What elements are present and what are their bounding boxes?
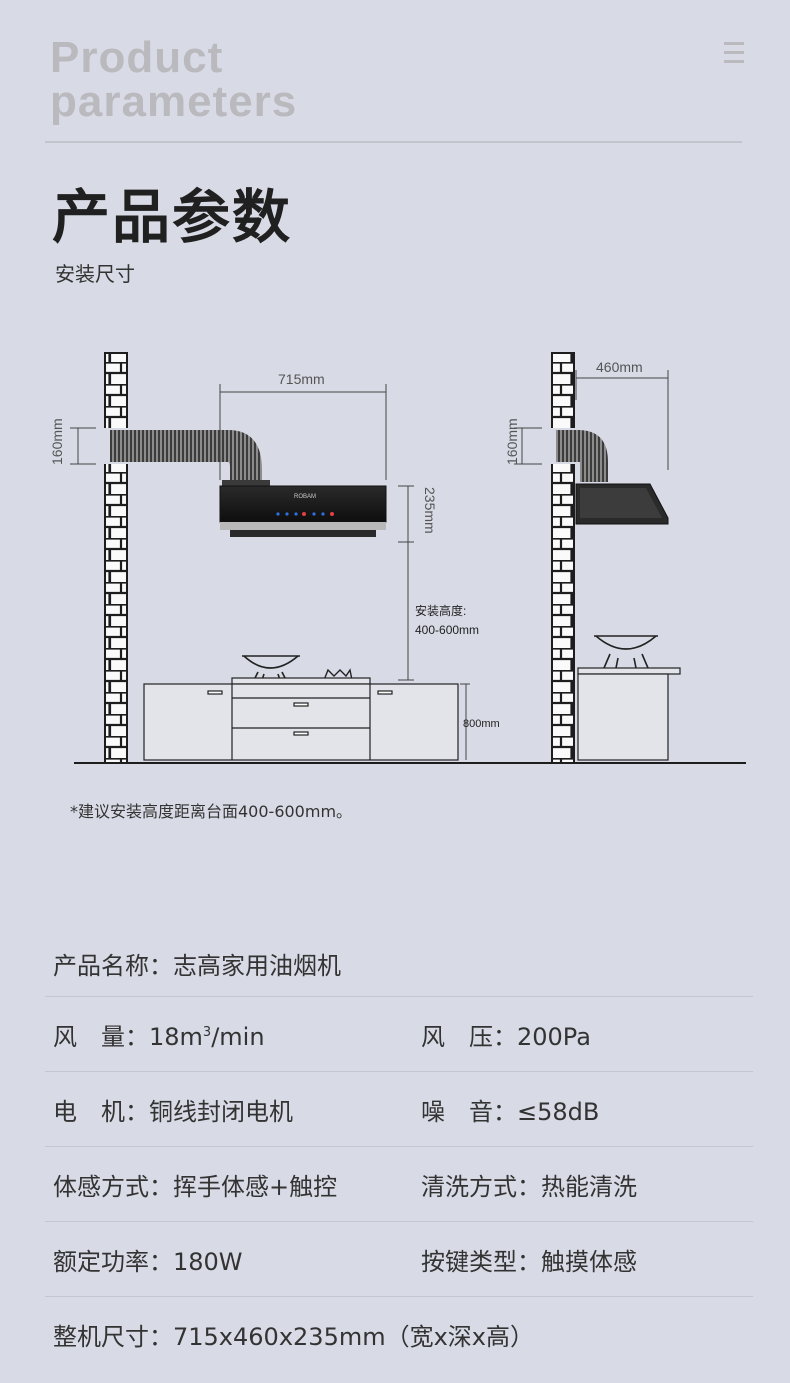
right-wall xyxy=(551,352,575,764)
spec-noise: 噪 音：≤58dB xyxy=(421,1097,600,1126)
hood-brand: ROBAM xyxy=(294,494,316,500)
side-counter xyxy=(577,667,681,761)
width-dimension: 715mm xyxy=(278,371,325,387)
spec-power: 额定功率：180W xyxy=(53,1247,243,1276)
duct-dimension-right: 160mm xyxy=(504,418,520,465)
left-wall xyxy=(104,352,128,764)
spec-key-type: 按键类型：触摸体感 xyxy=(421,1247,637,1276)
spec-sensing: 体感方式：挥手体感+触控 xyxy=(53,1172,338,1201)
range-hood-side xyxy=(575,483,669,525)
spec-airflow: 风 量：18m3/min xyxy=(53,1022,265,1051)
english-heading-line2: parameters xyxy=(50,77,298,126)
install-height-label: 安装高度: xyxy=(415,603,466,618)
spec-row: 整机尺寸：715x460x235mm（宽x深x高） xyxy=(45,1297,753,1371)
english-heading-line1: Product xyxy=(50,33,224,82)
kitchen-counter xyxy=(143,677,459,761)
duct-dimension-left: 160mm xyxy=(49,418,65,465)
spec-row: 风 量：18m3/min 风 压：200Pa xyxy=(45,997,753,1072)
height-dimension: 235mm xyxy=(422,487,438,534)
spec-dimensions: 整机尺寸：715x460x235mm（宽x深x高） xyxy=(53,1322,534,1351)
english-heading: Product parameters xyxy=(50,36,297,124)
spec-row: 电 机：铜线封闭电机 噪 音：≤58dB xyxy=(45,1072,753,1147)
installation-diagram: 160mm 715mm ROBAM 235mm 安装高度: 400-600mm xyxy=(49,352,746,764)
right-exhaust-duct xyxy=(556,430,608,482)
divider xyxy=(45,141,742,143)
spec-product-name: 产品名称：志高家用油烟机 xyxy=(53,951,341,980)
counter-height-dimension: 800mm xyxy=(463,718,500,730)
depth-dimension: 460mm xyxy=(596,359,643,375)
left-exhaust-duct xyxy=(110,430,270,488)
wok-right xyxy=(594,635,658,669)
spec-row: 产品名称：志高家用油烟机 xyxy=(45,930,753,997)
range-hood-front: ROBAM xyxy=(219,485,387,537)
spec-row: 体感方式：挥手体感+触控 清洗方式：热能清洗 xyxy=(45,1147,753,1222)
wok-left xyxy=(242,655,300,681)
spec-pressure: 风 压：200Pa xyxy=(421,1022,591,1051)
install-note: *建议安装高度距离台面400-600mm。 xyxy=(70,802,353,821)
spec-motor: 电 机：铜线封闭电机 xyxy=(53,1097,293,1126)
spec-cleaning: 清洗方式：热能清洗 xyxy=(421,1172,637,1201)
spec-row: 额定功率：180W 按键类型：触摸体感 xyxy=(45,1222,753,1297)
install-height-range: 400-600mm xyxy=(415,623,479,637)
page-title: 产品参数 xyxy=(52,183,293,251)
section-subtitle: 安装尺寸 xyxy=(55,262,135,286)
spec-table: 产品名称：志高家用油烟机 风 量：18m3/min 风 压：200Pa 电 机：… xyxy=(45,930,753,1371)
menu-icon[interactable] xyxy=(724,42,744,69)
